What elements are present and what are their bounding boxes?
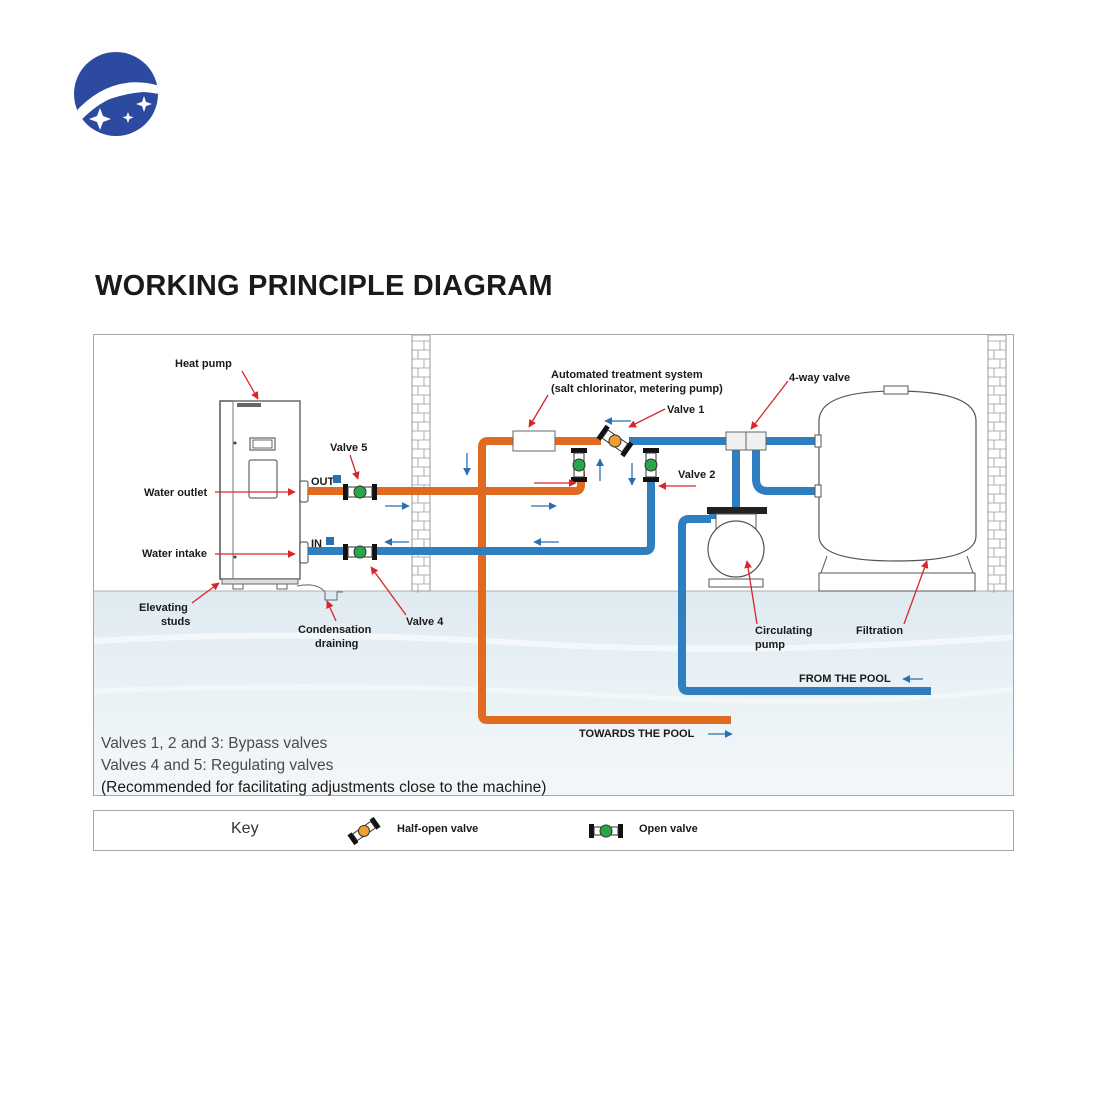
label-water-intake: Water intake — [142, 548, 207, 560]
four-way-valve — [725, 431, 767, 451]
label-heat-pump: Heat pump — [175, 358, 232, 370]
company-logo — [67, 52, 165, 136]
label-valve-5: Valve 5 — [330, 442, 367, 454]
valve-5 — [343, 484, 377, 500]
note-regulating: Valves 4 and 5: Regulating valves — [101, 757, 334, 774]
label-automated-1: Automated treatment system — [551, 369, 703, 381]
label-water-outlet: Water outlet — [144, 487, 207, 499]
key-half-open-label: Half-open valve — [397, 823, 479, 835]
valve-2 — [643, 448, 659, 482]
in-tag: IN — [311, 538, 322, 550]
circulating-pump — [707, 507, 767, 588]
out-tag: OUT — [311, 476, 335, 488]
label-valve-4: Valve 4 — [406, 616, 444, 628]
label-elevating-studs-2: studs — [161, 616, 190, 628]
in-icon — [326, 537, 334, 545]
heat-pump-unit — [219, 400, 301, 590]
label-from-pool: FROM THE POOL — [799, 673, 891, 685]
treatment-system-box — [512, 430, 556, 452]
key-open-label: Open valve — [639, 823, 698, 835]
page-title: WORKING PRINCIPLE DIAGRAM — [95, 270, 553, 302]
key-label: Key — [231, 820, 259, 837]
valve-4 — [343, 544, 377, 560]
brick-wall-right — [987, 335, 1007, 592]
flow-arrows — [191, 370, 929, 738]
note-recommendation: (Recommended for facilitating adjustment… — [101, 779, 547, 796]
label-towards-pool: TOWARDS THE POOL — [579, 728, 695, 740]
label-condensation-2: draining — [315, 638, 358, 650]
working-principle-diagram: OUT IN Heat pump Water outlet Water inta… — [94, 335, 1013, 795]
label-four-way-valve: 4-way valve — [789, 372, 850, 384]
label-valve-1: Valve 1 — [667, 404, 704, 416]
diagram-frame: OUT IN Heat pump Water outlet Water inta… — [93, 334, 1014, 796]
label-circulating-2: pump — [755, 639, 785, 651]
open-valve-icon — [589, 824, 623, 838]
half-open-valve-icon — [347, 817, 381, 845]
valve-1 — [596, 424, 634, 458]
label-condensation-1: Condensation — [298, 624, 372, 636]
label-elevating-studs-1: Elevating — [139, 602, 188, 614]
note-bypass: Valves 1, 2 and 3: Bypass valves — [101, 735, 328, 752]
valve-notes: Valves 1, 2 and 3: Bypass valves Valves … — [101, 733, 546, 799]
key-legend — [93, 810, 1014, 851]
filtration-tank — [814, 385, 977, 592]
label-valve-2: Valve 2 — [678, 469, 715, 481]
brick-wall-left — [411, 335, 431, 592]
label-circulating-1: Circulating — [755, 625, 812, 637]
out-icon — [333, 475, 341, 483]
label-filtration: Filtration — [856, 625, 903, 637]
hot-water-pipes — [308, 437, 731, 724]
label-automated-2: (salt chlorinator, metering pump) — [551, 383, 723, 395]
